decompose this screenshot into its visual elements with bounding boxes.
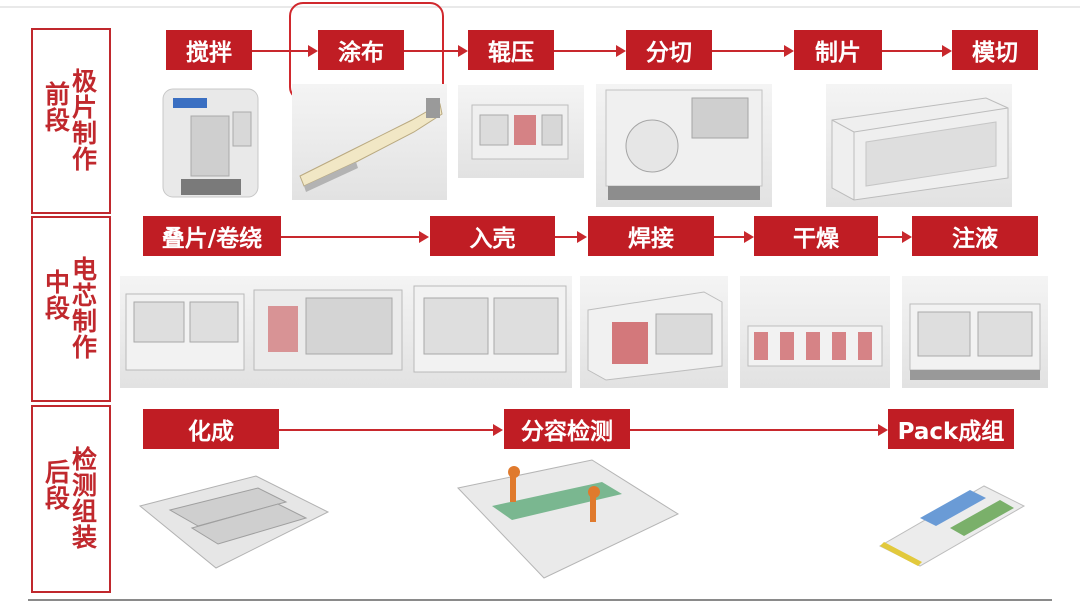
mixer-machine-image xyxy=(133,84,287,207)
step-casing: 入壳 xyxy=(430,216,555,256)
flow-arrow xyxy=(714,231,754,243)
flow-arrow xyxy=(554,45,626,57)
label-char: 极 xyxy=(72,67,98,96)
label-char: 作 xyxy=(72,145,98,174)
stage-label-back: 检 测 组 装 后 段 xyxy=(31,405,111,593)
flow-arrow xyxy=(630,424,888,436)
stage-label-col-2: 中 段 xyxy=(45,270,70,322)
filling-machine-image xyxy=(902,276,1048,388)
flow-arrow xyxy=(279,424,503,436)
grading-line-image xyxy=(452,452,682,584)
label-char: 制 xyxy=(72,307,98,336)
step-welding: 焊接 xyxy=(588,216,714,256)
stage-label-col-1: 电 芯 制 作 xyxy=(72,257,97,361)
roller-press-image xyxy=(458,85,584,178)
step-rolling: 辊压 xyxy=(468,30,554,70)
stage-label-col-2: 后 段 xyxy=(45,460,70,512)
stage-label-col-1: 极 片 制 作 xyxy=(72,69,97,173)
label-char: 测 xyxy=(72,471,98,500)
step-stacking-winding: 叠片/卷绕 xyxy=(143,216,281,256)
step-pack-assembly: Pack成组 xyxy=(888,409,1014,449)
label-char: 装 xyxy=(72,523,98,552)
die-cutter-machine-image xyxy=(826,84,1012,207)
step-tab-making: 制片 xyxy=(794,30,882,70)
label-char: 段 xyxy=(44,294,70,323)
label-char: 电 xyxy=(72,255,98,284)
flow-arrow xyxy=(878,231,912,243)
pack-line-image xyxy=(874,456,1030,574)
drying-machine-image xyxy=(740,276,890,388)
step-mixing: 搅拌 xyxy=(166,30,252,70)
label-char: 制 xyxy=(72,119,98,148)
label-char: 后 xyxy=(44,458,70,487)
formation-line-image xyxy=(136,452,332,576)
stage-label-middle: 电 芯 制 作 中 段 xyxy=(31,216,111,402)
stage-label-col-2: 前 段 xyxy=(45,82,70,134)
flow-arrow xyxy=(555,231,587,243)
stacking-machine-image xyxy=(120,276,572,388)
casing-welding-machine-image xyxy=(580,276,728,388)
slitter-machine-image xyxy=(596,84,772,207)
label-char: 片 xyxy=(72,93,98,122)
step-coating: 涂布 xyxy=(318,30,404,70)
step-slitting: 分切 xyxy=(626,30,712,70)
step-electrolyte-filling: 注液 xyxy=(912,216,1038,256)
flow-arrow xyxy=(252,45,318,57)
flow-arrow xyxy=(882,45,952,57)
step-die-cutting: 模切 xyxy=(952,30,1038,70)
label-char: 作 xyxy=(72,333,98,362)
step-drying: 干燥 xyxy=(754,216,878,256)
label-char: 中 xyxy=(44,268,70,297)
label-char: 段 xyxy=(44,484,70,513)
label-char: 检 xyxy=(72,445,98,474)
step-grading-testing: 分容检测 xyxy=(504,409,630,449)
coater-machine-image xyxy=(292,84,447,200)
flow-arrow xyxy=(404,45,468,57)
label-char: 段 xyxy=(44,106,70,135)
top-divider xyxy=(0,6,1080,8)
bottom-divider xyxy=(28,599,1052,601)
label-char: 前 xyxy=(44,80,70,109)
stage-label-front: 极 片 制 作 前 段 xyxy=(31,28,111,214)
label-char: 芯 xyxy=(72,281,98,310)
flow-arrow xyxy=(712,45,794,57)
label-char: 组 xyxy=(72,497,98,526)
flow-arrow xyxy=(281,231,429,243)
step-formation: 化成 xyxy=(143,409,279,449)
stage-label-col-1: 检 测 组 装 xyxy=(72,447,97,551)
